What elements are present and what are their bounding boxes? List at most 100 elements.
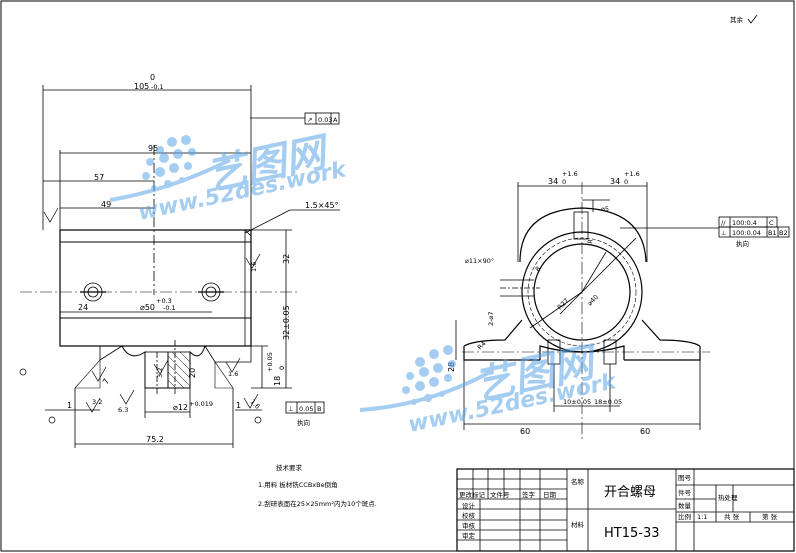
dim-10: 10±0.05 bbox=[563, 398, 591, 406]
dim-49: 49 bbox=[101, 200, 111, 209]
dim-bore: ⌀50 bbox=[140, 303, 155, 312]
dim-r: R bbox=[586, 238, 595, 244]
dim-34-a: 34 bbox=[548, 177, 558, 186]
tol-perp-value: 100:0.04 bbox=[732, 229, 761, 237]
dim-34-b-tol-low: 0 bbox=[624, 178, 628, 186]
dim-18-tol-low: 0 bbox=[278, 366, 286, 370]
front-body bbox=[59, 229, 252, 347]
surface-mark-icon bbox=[747, 14, 758, 24]
tb-rev-doc: 文件号 bbox=[490, 490, 510, 499]
dim-34-b: 34 bbox=[610, 177, 620, 186]
dim-18-tol-up: +0.05 bbox=[266, 352, 274, 372]
dim-95: 95 bbox=[148, 144, 158, 153]
title-block bbox=[456, 468, 795, 552]
datum-circle-a bbox=[48, 416, 56, 424]
dim-18-side: 18±0.05 bbox=[594, 398, 622, 406]
tech-req-item-1: 1.用料 板材铣CCBxBe倒角 bbox=[258, 480, 338, 489]
dim-r27: R27 bbox=[556, 297, 571, 312]
tol-frame-1 bbox=[304, 112, 340, 125]
tol-perp-ref-1: B1 bbox=[768, 229, 777, 237]
side-outer-top bbox=[519, 207, 647, 263]
tb-label-scale: 比例 bbox=[678, 512, 691, 521]
dim-11: ⌀11×90° bbox=[465, 257, 494, 265]
dim-60-b: 60 bbox=[640, 427, 650, 436]
dim-20: 20 bbox=[188, 368, 197, 378]
dim-75-2: 75.2 bbox=[146, 435, 164, 444]
dim-hole-tol: +0.019 bbox=[189, 400, 213, 408]
tb-scale: 1:1 bbox=[697, 513, 707, 521]
rough-3-2-a: 3.2 bbox=[92, 398, 102, 406]
tol-1-value: 0.03 bbox=[318, 116, 332, 124]
tb-label-qty: 数量 bbox=[678, 501, 692, 510]
dim-40: ⌀40 bbox=[586, 293, 600, 307]
dim-bore-tol-low: -0.1 bbox=[163, 304, 176, 312]
tech-req-title: 技术要求 bbox=[276, 463, 303, 472]
tol-1-symbol: ↗ bbox=[307, 116, 312, 124]
tb-checker: 校核 bbox=[462, 511, 476, 520]
dim-1-right: 1 bbox=[236, 401, 241, 410]
tol-2-ref: B bbox=[317, 405, 321, 413]
tech-req-item-2: 2.刮研表面在25×25mm²内为10个斑点. bbox=[258, 499, 377, 508]
front-view bbox=[20, 85, 340, 448]
tb-label-sheet: 第 张 bbox=[762, 512, 778, 521]
dim-1-left: 1 bbox=[67, 401, 72, 410]
dim-60-a: 60 bbox=[520, 427, 530, 436]
tol-frame-2 bbox=[285, 401, 325, 414]
dim-34-a-tol-low: 0 bbox=[562, 178, 566, 186]
dim-overall-tol-up: 0 bbox=[150, 73, 155, 82]
tb-label-heat: 热处理 bbox=[718, 493, 738, 502]
tb-part-name: 开合螺母 bbox=[604, 485, 656, 500]
dim-overall: 105 bbox=[134, 82, 149, 91]
tol-1-ref: A bbox=[333, 116, 338, 124]
dim-hole: ⌀12 bbox=[173, 403, 188, 412]
dim-32: 32 bbox=[282, 254, 291, 264]
dim-57: 57 bbox=[94, 173, 104, 182]
dim-8: 8 bbox=[534, 265, 543, 274]
rough-1-6-b: 1.6 bbox=[228, 370, 238, 378]
tb-rev-date: 日期 bbox=[543, 491, 557, 499]
tol-frame-perp bbox=[718, 226, 790, 238]
tb-label-name: 名称 bbox=[571, 477, 585, 486]
tb-reviewer: 审核 bbox=[462, 521, 476, 530]
tb-material: HT15-33 bbox=[604, 526, 660, 541]
dim-5: ⌀5 bbox=[601, 205, 609, 213]
rough-1-6-c: 1.6 bbox=[249, 398, 262, 411]
dim-bore-tol-up: +0.3 bbox=[156, 297, 172, 305]
dim-chamfer: 1.5×45° bbox=[305, 201, 339, 210]
dim-2-07: 2-⌀7 bbox=[487, 311, 495, 326]
side-view bbox=[455, 182, 790, 440]
tol-par-ref: C bbox=[769, 219, 774, 227]
dim-7: 7 bbox=[101, 377, 111, 386]
tb-approver: 审定 bbox=[462, 531, 476, 540]
surface-mark-text: 其余 bbox=[730, 15, 744, 24]
tol-2-value: 0.05 bbox=[299, 405, 313, 413]
tol-par-value: 100:0.4 bbox=[732, 219, 757, 227]
tb-rev-sign: 签字 bbox=[522, 490, 536, 499]
watermark-bottom: 艺图网 www.52des.work bbox=[359, 339, 620, 438]
tol-2-symbol: ⊥ bbox=[288, 405, 294, 413]
tb-label-material: 材料 bbox=[571, 520, 585, 529]
front-note-direction: 执向 bbox=[297, 418, 310, 427]
dim-24: 24 bbox=[78, 303, 88, 312]
tol-par-symbol: // bbox=[721, 219, 726, 227]
side-note-direction: 执向 bbox=[736, 239, 749, 248]
dim-r4: R4 bbox=[476, 340, 488, 352]
tol-perp-symbol: ⊥ bbox=[721, 229, 727, 237]
dim-32-b: 32±0.05 bbox=[282, 305, 291, 340]
tb-label-sheets: 共 张 bbox=[724, 512, 740, 521]
rough-6-3: 6.3 bbox=[118, 406, 128, 414]
tb-label-drawing-no: 图号 bbox=[678, 474, 692, 482]
tb-designer: 设计 bbox=[462, 501, 476, 510]
side-bore bbox=[533, 243, 631, 341]
tb-rev-mark: 更改标记 bbox=[459, 490, 486, 499]
tb-label-item-no: 件号 bbox=[678, 488, 692, 497]
tol-perp-ref-2: B2 bbox=[779, 229, 788, 237]
rough-3-2-b: 3.2 bbox=[156, 368, 164, 378]
dim-34-b-tol-up: +1.6 bbox=[624, 170, 640, 178]
rough-1-6-a: 1.6 bbox=[250, 262, 258, 272]
dim-18: 18 bbox=[273, 376, 282, 386]
dim-overall-tol-low: -0.1 bbox=[151, 83, 164, 91]
